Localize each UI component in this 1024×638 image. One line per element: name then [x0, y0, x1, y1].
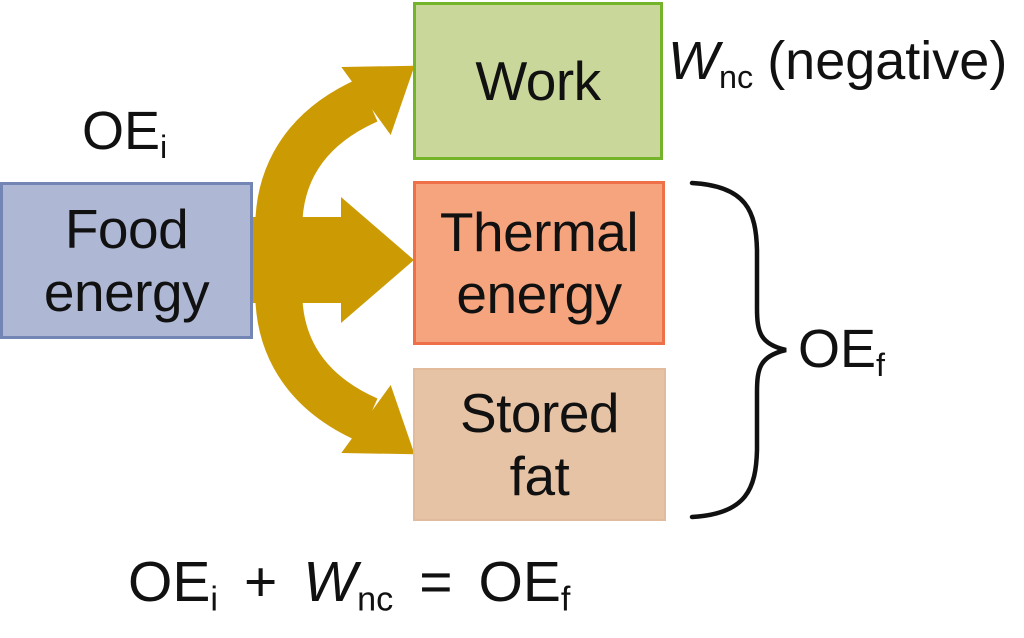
equation-rhs: OEf	[478, 549, 570, 620]
equation-lhs-subscript: i	[210, 580, 218, 619]
equation-plus-sign: +	[243, 550, 278, 614]
work-label: Work	[475, 49, 601, 112]
equation-w-subscript: nc	[357, 580, 394, 619]
equation-equals-sign: =	[419, 550, 453, 614]
equation-lhs: OEi	[128, 549, 218, 620]
work-box: Work	[413, 2, 663, 160]
equation-rhs-base: OE	[478, 550, 561, 614]
curly-brace-icon	[689, 180, 787, 520]
thermal-energy-box: Thermal energy	[413, 181, 665, 345]
oe-initial-subscript: i	[160, 129, 168, 166]
equation-w-base: W	[303, 550, 358, 614]
equation-rhs-subscript: f	[560, 580, 571, 619]
oe-initial-base: OE	[82, 101, 161, 161]
wnc-subscript: nc	[718, 59, 754, 96]
food-energy-line1: Food	[64, 198, 189, 261]
oe-final-label: OEf	[798, 318, 885, 384]
energy-equation: OEi + Wnc = OEf	[128, 549, 570, 620]
equation-lhs-base: OE	[128, 550, 211, 614]
stored-fat-box: Stored fat	[413, 368, 666, 521]
food-energy-box: Food energy	[0, 182, 253, 339]
oe-final-base: OE	[798, 319, 877, 379]
oe-final-subscript: f	[876, 347, 886, 384]
arrow-head-up	[341, 65, 415, 135]
stored-fat-line1: Stored	[459, 382, 620, 445]
split-arrow-icon	[252, 65, 415, 455]
thermal-energy-line2: energy	[456, 263, 622, 325]
wnc-symbol: W	[668, 31, 719, 91]
thermal-energy-line1: Thermal	[439, 200, 639, 263]
food-energy-line2: energy	[43, 260, 210, 323]
arrow-branch-down	[255, 253, 379, 442]
stored-fat-line2: fat	[509, 444, 570, 507]
oe-initial-label: OEi	[82, 100, 167, 166]
wnc-suffix: (negative)	[767, 31, 1008, 91]
arrow-branch-up	[255, 78, 379, 267]
wnc-annotation: Wnc (negative)	[668, 30, 1007, 96]
equation-work-term: Wnc	[303, 549, 393, 620]
arrow-head-down	[341, 385, 415, 455]
arrow-head-middle	[341, 197, 414, 323]
